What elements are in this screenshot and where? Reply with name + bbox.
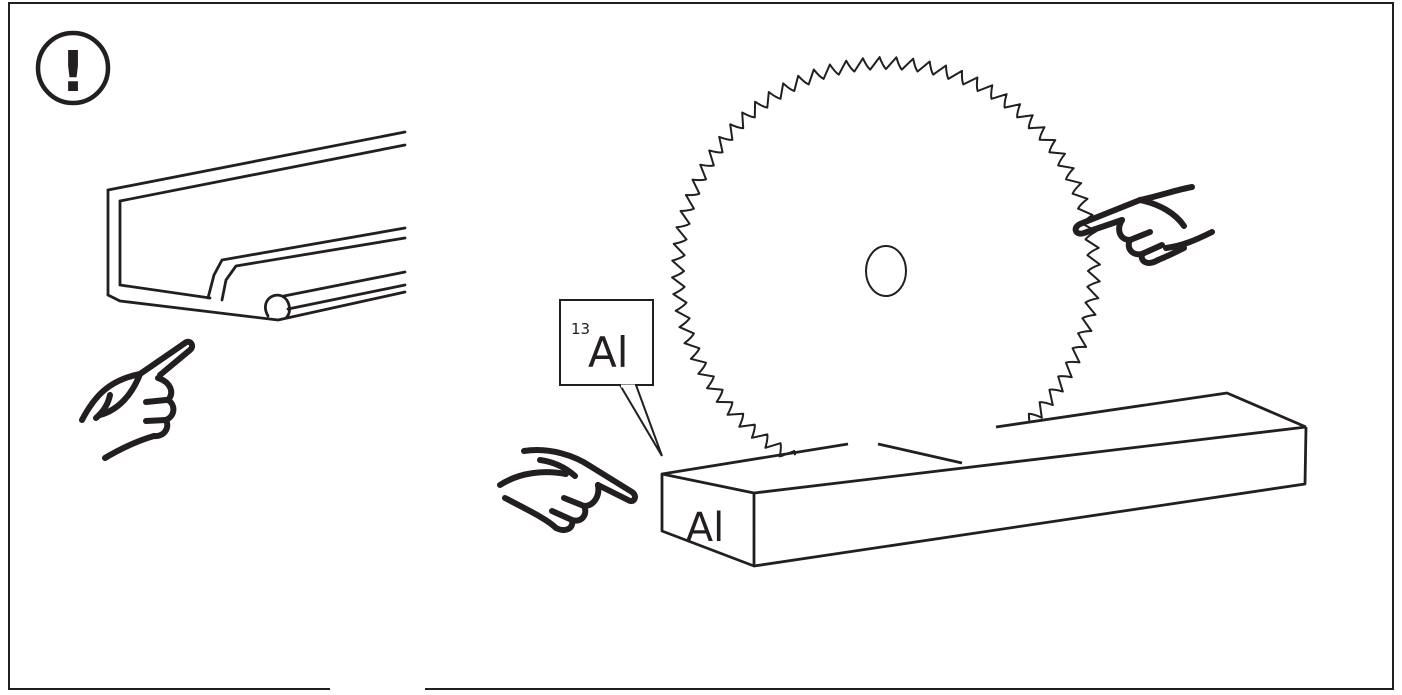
aluminium-bar-icon: Al [660, 391, 1308, 568]
pointing-hand-icon [497, 447, 638, 533]
element-symbol: Al [588, 328, 628, 377]
pointing-hand-icon [79, 338, 196, 461]
saw-arbor-hole [865, 245, 907, 297]
panel-frame [8, 2, 1394, 690]
beam-label: Al [686, 505, 724, 551]
warning-icon: ! [35, 30, 111, 106]
element-callout: 13 Al [559, 299, 663, 457]
warning-symbol: ! [60, 40, 86, 105]
aluminium-profile-icon [106, 130, 407, 322]
pointing-hand-icon [1072, 184, 1215, 266]
atomic-number: 13 [571, 320, 590, 338]
